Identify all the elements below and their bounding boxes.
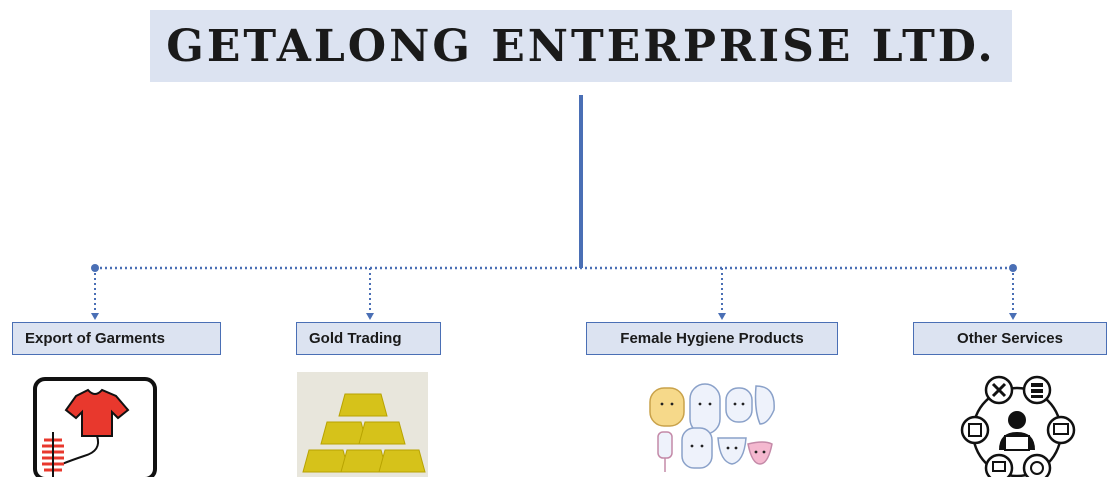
division-garments: Export of Garments — [12, 322, 221, 355]
drop-garments — [91, 268, 99, 320]
division-hygiene: Female Hygiene Products — [586, 322, 838, 355]
company-title-box: GETALONG ENTERPRISE LTD. — [150, 10, 1012, 82]
division-hygiene-label: Female Hygiene Products — [620, 330, 804, 347]
gold-bars-icon — [297, 372, 428, 477]
division-garments-label: Export of Garments — [25, 330, 166, 347]
drop-hygiene — [718, 268, 726, 320]
drop-services — [1009, 268, 1017, 320]
division-services: Other Services — [913, 322, 1107, 355]
division-services-label: Other Services — [957, 330, 1063, 347]
division-gold-label: Gold Trading — [309, 330, 402, 347]
hygiene-products-icon — [649, 383, 775, 472]
division-gold: Gold Trading — [296, 322, 441, 355]
drop-gold — [366, 268, 374, 320]
garment-sewing-icon — [33, 377, 157, 477]
services-network-icon — [960, 375, 1076, 477]
company-title: GETALONG ENTERPRISE LTD. — [166, 20, 996, 72]
